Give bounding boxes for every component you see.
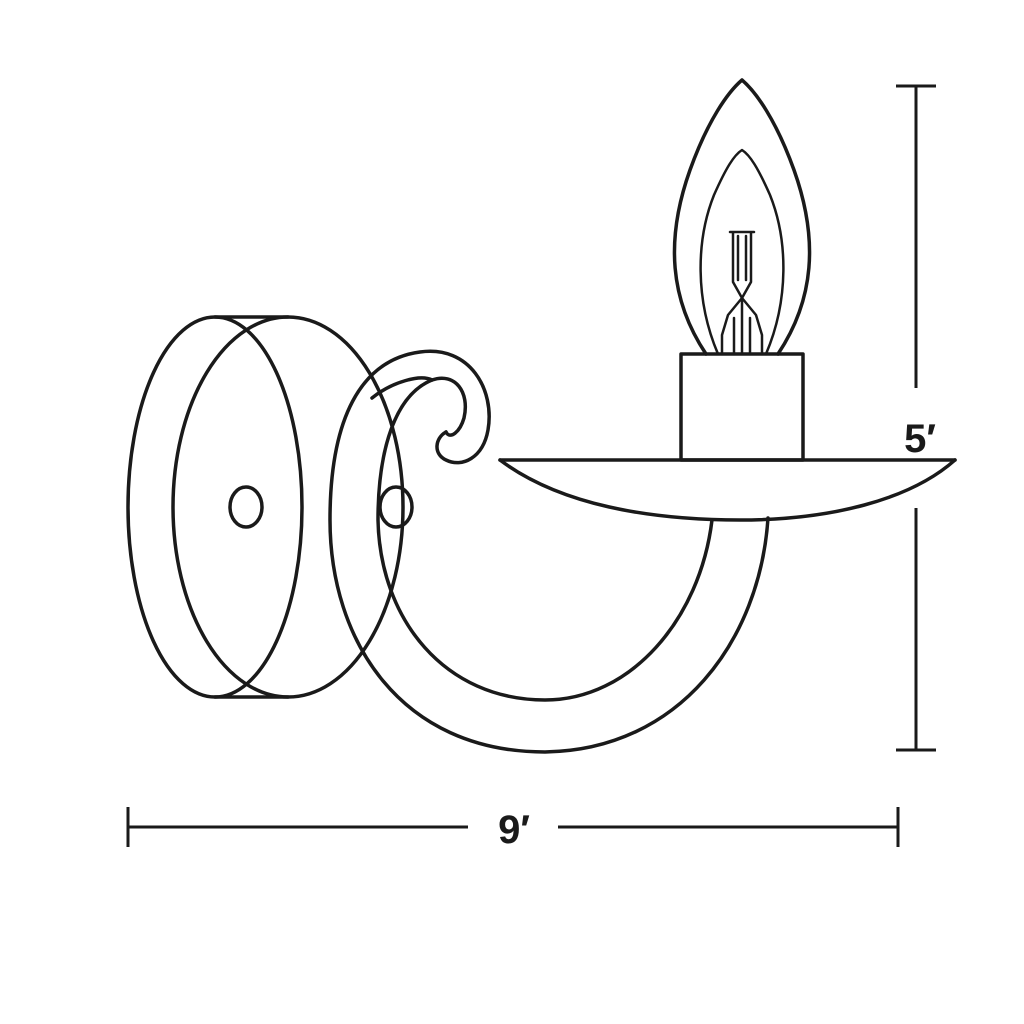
bulb-filament-frame: [728, 230, 756, 300]
candle-socket-body: [679, 352, 805, 462]
height-dimension: 5′: [896, 84, 936, 752]
width-dimension: 9′: [126, 807, 900, 852]
bulb: [672, 78, 812, 356]
bulb-inner-glass: [699, 148, 785, 356]
wall-plate-back-rim: [126, 315, 304, 699]
drip-cup: [498, 458, 957, 522]
scroll-curl-tip: [370, 376, 434, 400]
wall-plate: [126, 315, 414, 699]
width-dim-label: 9′: [498, 808, 530, 852]
bulb-outer-glass: [672, 78, 812, 356]
scroll-arm: [328, 349, 770, 754]
bulb-stem: [720, 296, 764, 356]
drip-cup-bowl: [498, 458, 957, 522]
scroll-arm-inner: [376, 376, 714, 702]
mounting-hole-right: [378, 485, 414, 529]
height-dim-label: 5′: [904, 417, 936, 461]
mounting-hole-left: [228, 485, 264, 529]
scroll-arm-outer: [328, 349, 770, 754]
candle-socket: [679, 352, 805, 462]
wall-plate-front-face: [171, 315, 405, 699]
